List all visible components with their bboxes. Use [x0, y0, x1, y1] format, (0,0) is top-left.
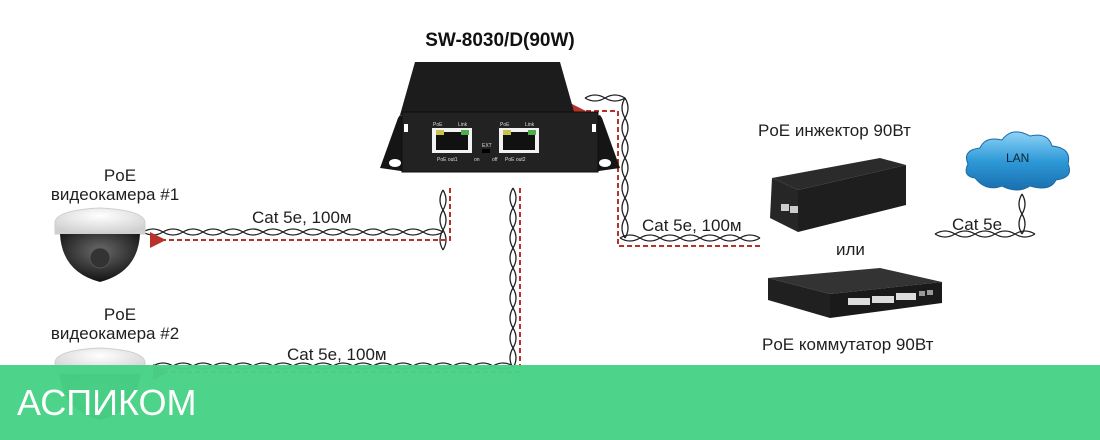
poe-switch-image: [768, 268, 942, 318]
port1-link-label: Link: [458, 122, 468, 128]
cable-camera1-horizontal: [142, 228, 444, 236]
sw-8030-device: [380, 62, 620, 173]
camera1-label-line1: PoE: [103, 166, 137, 185]
port2-name-label: PoE out2: [505, 157, 526, 163]
poe-injector-image: [770, 158, 906, 232]
cable-uplink-top: [584, 94, 626, 102]
cable-label-uplink: Cat 5e, 100м: [642, 216, 742, 235]
ext-label: EXT: [482, 143, 492, 149]
cable-uplink-vertical: [621, 97, 629, 239]
port2-poe-label: PoE: [500, 122, 510, 128]
power-line-uplink: [570, 103, 760, 247]
switch-on-label: on: [474, 157, 480, 163]
cable-camera1-vertical: [439, 189, 447, 251]
camera-1-image: [54, 207, 146, 282]
brand-name: АСПИКОМ: [17, 382, 197, 423]
power-line-camera1: [150, 188, 451, 248]
cable-label-camera1: Cat 5e, 100м: [252, 208, 352, 227]
port1-poe-label: PoE: [433, 122, 443, 128]
camera2-label-line1: PoE: [103, 305, 137, 324]
cable-camera2-vertical: [509, 187, 517, 369]
lan-cloud-icon: [965, 131, 1070, 191]
cable-label-lan: Cat 5e: [952, 215, 1003, 234]
cable-uplink-horizontal: [619, 234, 761, 242]
cable-camera2-vertical: [509, 187, 517, 369]
injector-label: PoE инжектор 90Вт: [758, 121, 911, 140]
device-title: SW-8030/D(90W): [425, 30, 575, 51]
twisted-pair-cables: [142, 94, 1036, 370]
lan-cloud-label: LAN: [1006, 151, 1030, 165]
camera2-label-line2: видеокамера #2: [50, 324, 180, 343]
switch-off-label: off: [492, 157, 498, 163]
brand-banner: [0, 365, 1100, 440]
or-label: или: [836, 240, 865, 259]
port2-link-label: Link: [525, 122, 535, 128]
cable-lan-vertical: [1018, 193, 1026, 235]
camera1-label-line2: видеокамера #1: [50, 185, 180, 204]
poe-switch-label: PoE коммутатор 90Вт: [762, 335, 934, 354]
port1-name-label: PoE out1: [437, 157, 458, 163]
cable-uplink-horizontal: [619, 234, 761, 242]
cable-lan-horizontal: [934, 230, 1036, 238]
cable-label-camera2: Cat 5e, 100м: [287, 345, 387, 364]
cable-camera1-horizontal: [142, 228, 444, 236]
cable-lan-horizontal: [934, 230, 1036, 238]
cable-uplink-vertical: [621, 97, 629, 239]
